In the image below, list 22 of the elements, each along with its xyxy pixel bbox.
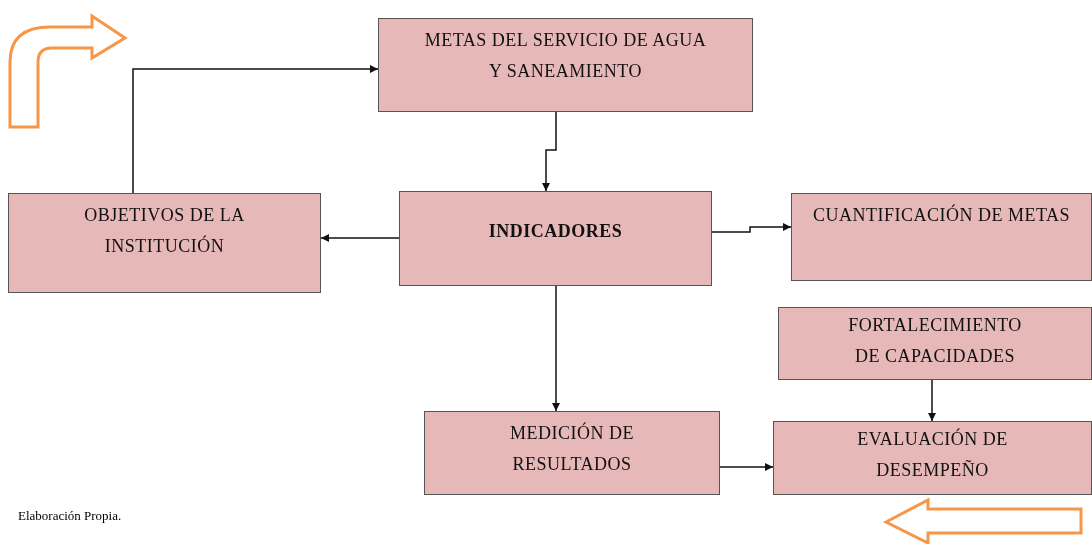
arrow [132, 65, 379, 194]
arrow [542, 111, 557, 192]
arrow [928, 379, 936, 422]
source-note: Elaboración Propia. [18, 508, 122, 524]
process-box [378, 18, 753, 112]
process-box [791, 193, 1092, 281]
box-label: EVALUACIÓN DE DESEMPEÑO [856, 427, 1009, 482]
process-box [778, 307, 1092, 380]
box-label: METAS DEL SERVICIO DE AGUA Y SANEAMIENTO [423, 29, 708, 83]
box-label: MEDICIÓN DE RESULTADOS [509, 421, 635, 476]
process-box [8, 193, 321, 293]
arrow [320, 234, 400, 242]
box-label: FORTALECIMIENTO DE CAPACIDADES [847, 314, 1023, 368]
arrow [711, 223, 792, 233]
process-box [424, 411, 720, 495]
arrow [552, 285, 560, 412]
process-box [399, 191, 712, 286]
process-box [773, 421, 1092, 495]
box-label: OBJETIVOS DE LA INSTITUCIÓN [83, 204, 246, 258]
box-label: INDICADORES [488, 220, 623, 243]
box-label: CUANTIFICACIÓN DE METAS [812, 203, 1071, 227]
arrow [719, 463, 774, 471]
